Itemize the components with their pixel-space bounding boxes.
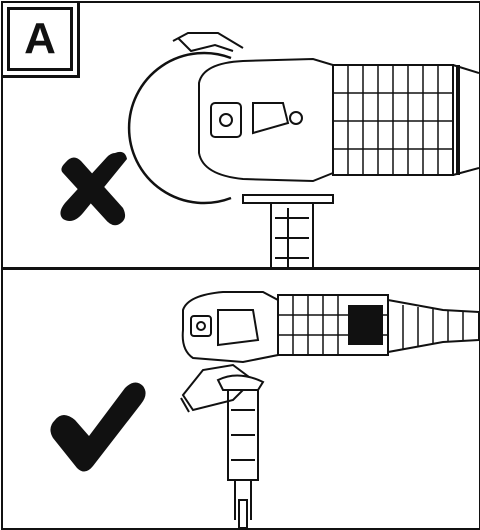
figure-label: A <box>7 7 73 71</box>
cross-icon <box>60 151 127 226</box>
check-icon <box>50 382 146 472</box>
grinder-top-illustration <box>60 32 479 267</box>
grinder-bottom-illustration <box>50 291 479 528</box>
figure-label-box: A <box>3 3 80 78</box>
panel-incorrect: A <box>3 3 479 270</box>
panel-correct <box>3 270 479 528</box>
